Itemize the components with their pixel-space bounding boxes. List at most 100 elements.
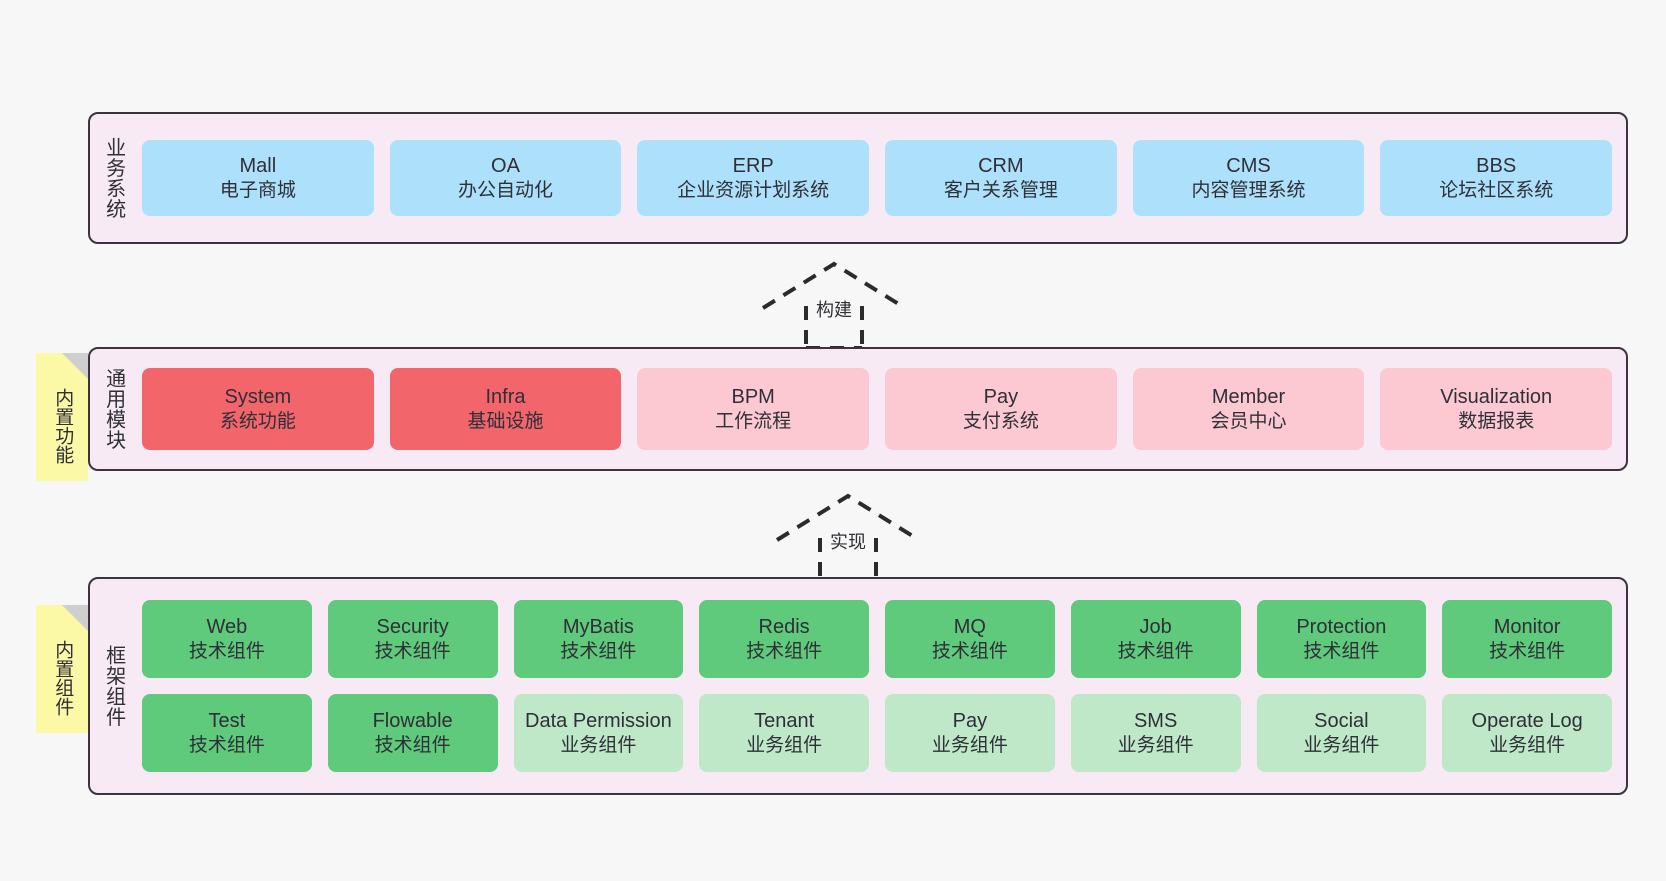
node-title: Protection xyxy=(1296,615,1387,638)
node-subtitle: 客户关系管理 xyxy=(943,179,1058,201)
node-title: ERP xyxy=(732,154,774,177)
node-title: Tenant xyxy=(754,709,815,732)
node-operate-log[interactable]: Operate Log 业务组件 xyxy=(1442,694,1612,772)
note-built-in-component: 内置组件 xyxy=(36,605,88,733)
node-title: Test xyxy=(208,709,246,732)
node-subtitle: 技术组件 xyxy=(560,640,637,662)
node-subtitle: 内容管理系统 xyxy=(1191,179,1306,201)
node-infra[interactable]: Infra 基础设施 xyxy=(389,368,622,450)
node-subtitle: 技术组件 xyxy=(374,640,451,662)
node-subtitle: 电子商城 xyxy=(219,179,296,201)
layer-framework-component: 框架组件 Web 技术组件 Security 技术组件 MyBatis 技术组件… xyxy=(88,577,1628,795)
note-label: 内置功能 xyxy=(52,388,74,464)
note-label: 内置组件 xyxy=(52,640,74,716)
node-subtitle: 企业资源计划系统 xyxy=(677,179,830,201)
node-title: SMS xyxy=(1133,709,1178,732)
node-pay-component[interactable]: Pay 业务组件 xyxy=(885,694,1055,772)
node-title: CMS xyxy=(1226,154,1271,177)
node-title: CRM xyxy=(978,154,1024,177)
layer-body-common-module: System 系统功能 Infra 基础设施 BPM 工作流程 Pay 支付系统… xyxy=(136,349,1626,469)
node-mall[interactable]: Mall 电子商城 xyxy=(142,140,374,216)
node-tenant[interactable]: Tenant 业务组件 xyxy=(699,694,869,772)
connector-label: 构建 xyxy=(816,300,852,320)
node-oa[interactable]: OA 办公自动化 xyxy=(389,140,622,216)
node-cms[interactable]: CMS 内容管理系统 xyxy=(1132,140,1365,216)
node-subtitle: 业务组件 xyxy=(1117,734,1194,756)
node-title: Monitor xyxy=(1493,615,1561,638)
node-title: Infra xyxy=(485,385,526,408)
note-fold-corner-icon xyxy=(62,605,88,631)
node-row-business: Test 技术组件 Flowable 技术组件 Data Permission … xyxy=(142,694,1612,772)
node-title: MyBatis xyxy=(562,615,634,638)
node-visualization[interactable]: Visualization 数据报表 xyxy=(1380,368,1613,450)
node-title: Member xyxy=(1211,385,1286,408)
node-bbs[interactable]: BBS 论坛社区系统 xyxy=(1380,140,1613,216)
node-title: Security xyxy=(376,615,449,638)
node-subtitle: 技术组件 xyxy=(1303,640,1380,662)
note-built-in-function: 内置功能 xyxy=(36,353,88,481)
node-bpm[interactable]: BPM 工作流程 xyxy=(637,368,870,450)
node-title: MQ xyxy=(953,615,986,638)
node-title: Pay xyxy=(952,709,988,732)
node-subtitle: 业务组件 xyxy=(931,734,1008,756)
node-subtitle: 基础设施 xyxy=(467,410,544,432)
layer-caption-common-module: 通用模块 xyxy=(102,368,125,450)
node-row: System 系统功能 Infra 基础设施 BPM 工作流程 Pay 支付系统… xyxy=(142,368,1613,450)
node-redis[interactable]: Redis 技术组件 xyxy=(699,600,869,678)
layer-caption-framework-component: 框架组件 xyxy=(102,645,125,727)
node-mq[interactable]: MQ 技术组件 xyxy=(885,600,1055,678)
node-protection[interactable]: Protection 技术组件 xyxy=(1256,600,1427,678)
connector-label: 实现 xyxy=(830,532,866,552)
node-subtitle: 业务组件 xyxy=(1303,734,1380,756)
node-subtitle: 业务组件 xyxy=(560,734,637,756)
node-title: BPM xyxy=(731,385,775,408)
layer-business-system: 业务系统 Mall 电子商城 OA 办公自动化 ERP 企业资源计划系统 CRM… xyxy=(88,112,1628,244)
node-title: Operate Log xyxy=(1471,709,1583,732)
node-title: Redis xyxy=(758,615,810,638)
node-title: Flowable xyxy=(372,709,453,732)
node-data-permission[interactable]: Data Permission 业务组件 xyxy=(513,694,684,772)
node-crm[interactable]: CRM 客户关系管理 xyxy=(885,140,1117,216)
layer-common-module: 通用模块 System 系统功能 Infra 基础设施 BPM 工作流程 Pay… xyxy=(88,347,1628,471)
node-subtitle: 论坛社区系统 xyxy=(1439,179,1554,201)
node-subtitle: 技术组件 xyxy=(746,640,823,662)
node-subtitle: 技术组件 xyxy=(1489,640,1566,662)
connector-build: 构建 xyxy=(758,258,910,350)
node-subtitle: 数据报表 xyxy=(1458,410,1535,432)
connector-implement: 实现 xyxy=(772,490,924,582)
node-sms[interactable]: SMS 业务组件 xyxy=(1070,694,1241,772)
node-title: OA xyxy=(491,154,520,177)
node-subtitle: 技术组件 xyxy=(931,640,1008,662)
node-monitor[interactable]: Monitor 技术组件 xyxy=(1442,600,1612,678)
note-fold-corner-icon xyxy=(62,353,88,379)
node-title: Visualization xyxy=(1440,385,1553,408)
node-subtitle: 会员中心 xyxy=(1210,410,1287,432)
node-subtitle: 业务组件 xyxy=(1489,734,1566,756)
node-title: Data Permission xyxy=(525,709,672,732)
node-subtitle: 技术组件 xyxy=(188,734,265,756)
node-member[interactable]: Member 会员中心 xyxy=(1132,368,1365,450)
node-title: Mall xyxy=(239,154,277,177)
node-flowable[interactable]: Flowable 技术组件 xyxy=(327,694,498,772)
node-subtitle: 业务组件 xyxy=(746,734,823,756)
node-subtitle: 办公自动化 xyxy=(458,179,554,201)
node-security[interactable]: Security 技术组件 xyxy=(327,600,498,678)
node-test[interactable]: Test 技术组件 xyxy=(142,694,312,772)
node-job[interactable]: Job 技术组件 xyxy=(1070,600,1241,678)
node-row: Mall 电子商城 OA 办公自动化 ERP 企业资源计划系统 CRM 客户关系… xyxy=(142,140,1613,216)
node-social[interactable]: Social 业务组件 xyxy=(1256,694,1427,772)
node-subtitle: 技术组件 xyxy=(1117,640,1194,662)
layer-body-business-system: Mall 电子商城 OA 办公自动化 ERP 企业资源计划系统 CRM 客户关系… xyxy=(136,114,1626,242)
node-web[interactable]: Web 技术组件 xyxy=(142,600,312,678)
node-mybatis[interactable]: MyBatis 技术组件 xyxy=(513,600,684,678)
node-pay-module[interactable]: Pay 支付系统 xyxy=(885,368,1117,450)
node-subtitle: 系统功能 xyxy=(219,410,296,432)
node-title: Web xyxy=(206,615,248,638)
node-title: Pay xyxy=(983,385,1019,408)
node-erp[interactable]: ERP 企业资源计划系统 xyxy=(637,140,870,216)
layer-caption-business-system: 业务系统 xyxy=(102,137,125,219)
node-system[interactable]: System 系统功能 xyxy=(142,368,374,450)
node-subtitle: 技术组件 xyxy=(374,734,451,756)
layer-body-framework-component: Web 技术组件 Security 技术组件 MyBatis 技术组件 Redi… xyxy=(136,579,1626,793)
